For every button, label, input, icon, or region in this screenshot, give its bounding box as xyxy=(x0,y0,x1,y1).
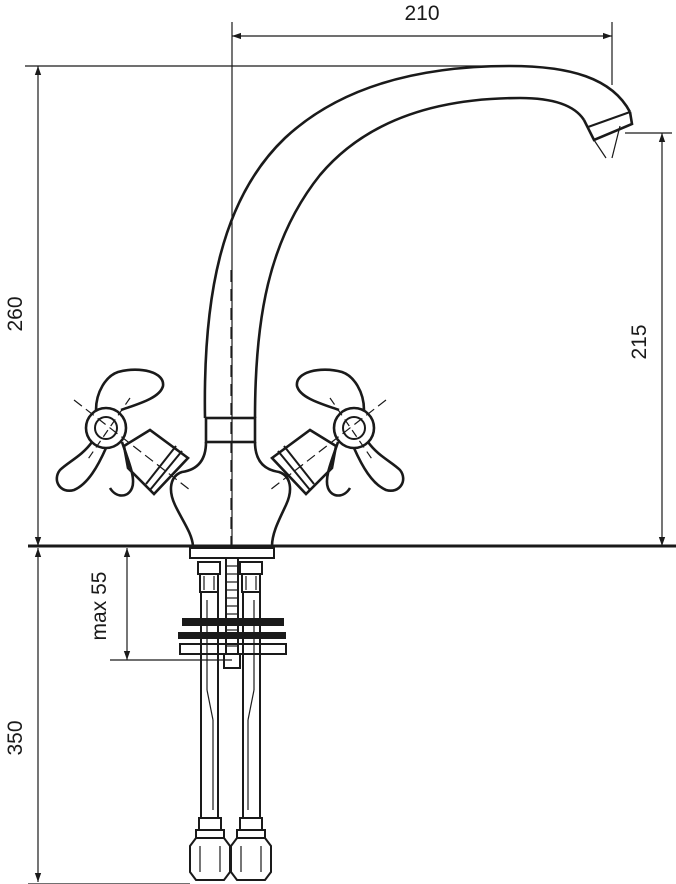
dimension-spout-reach: 210 xyxy=(232,2,612,40)
dimension-spout-height: 215 xyxy=(628,133,666,546)
dimension-hose-length: 350 xyxy=(4,548,42,882)
dimension-label-hose-length: 350 xyxy=(4,720,27,755)
left-cross-handle xyxy=(55,368,191,497)
dimension-total-height: 260 xyxy=(4,66,42,546)
metal-washer xyxy=(178,632,286,639)
extension-lines xyxy=(25,22,672,884)
dimension-label-spout-reach: 210 xyxy=(404,2,439,25)
left-flexible-hose xyxy=(189,561,231,881)
right-flexible-hose xyxy=(230,561,272,881)
dimension-label-max-mount: max 55 xyxy=(88,572,111,641)
dimension-max-mount-thickness: max 55 xyxy=(88,548,131,660)
mounting-assembly xyxy=(178,547,287,669)
faucet-body xyxy=(169,270,292,547)
dimension-label-total-height: 260 xyxy=(4,296,27,331)
dimension-label-spout-height: 215 xyxy=(628,324,651,359)
rubber-washer xyxy=(182,618,284,626)
right-cross-handle xyxy=(269,368,405,497)
faucet-spout xyxy=(203,64,634,444)
